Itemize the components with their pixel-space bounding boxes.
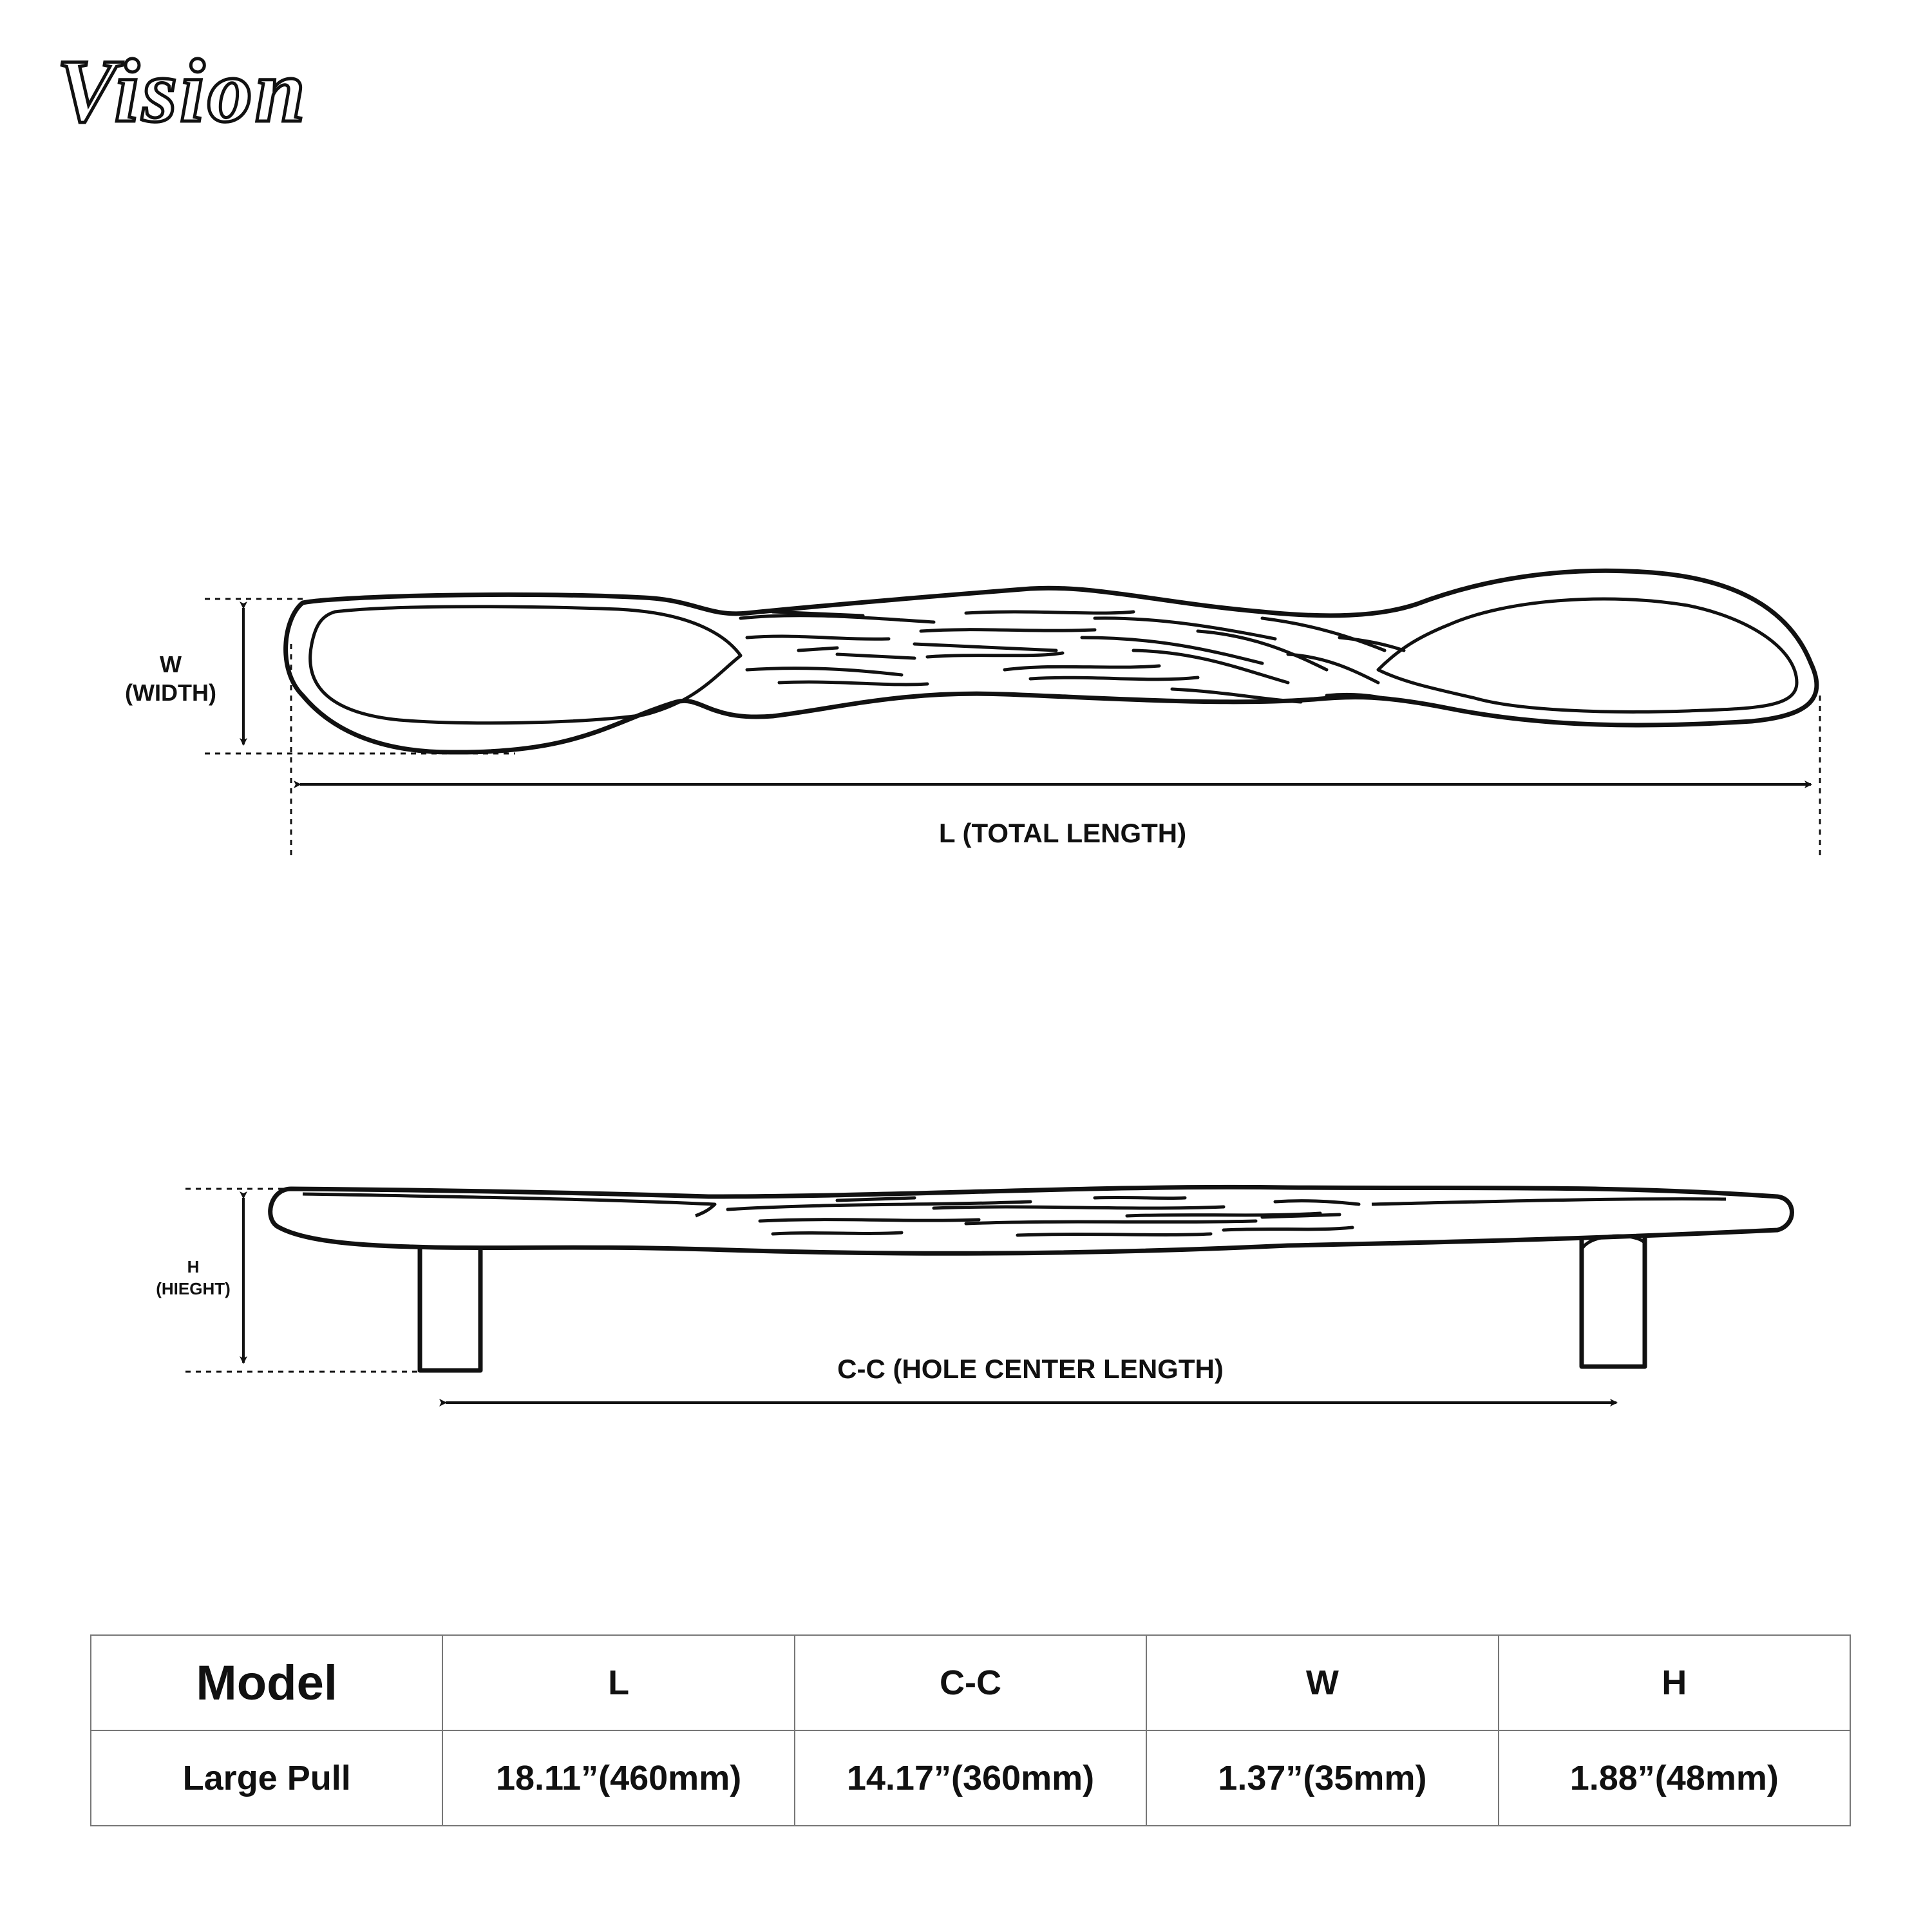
vision-logo: Vision [55,45,308,142]
header-w: W [1146,1634,1499,1731]
left-post [417,1247,483,1373]
cell-cc: 14.17”(360mm) [793,1730,1148,1826]
hole-center-label: C-C (HOLE CENTER LENGTH) [837,1354,1224,1384]
table-header-row: Model L C-C W H [90,1634,1852,1731]
width-label: W(WIDTH) [97,650,245,707]
svg-text:Vision: Vision [57,45,308,141]
side-view-handle [268,1184,1794,1373]
total-length-label: L (TOTAL LENGTH) [938,818,1187,848]
cell-l: 18.11”(460mm) [442,1730,795,1826]
right-post [1579,1238,1647,1369]
height-label-text: H(HIEGHT) [156,1257,231,1298]
top-view-texture [739,610,1406,704]
width-label-text: W(WIDTH) [125,651,216,706]
header-cc: C-C [793,1634,1148,1731]
header-model: Model [90,1634,444,1731]
side-view-dimensions [185,1188,1618,1406]
top-view-dimensions [205,598,1821,857]
cell-model: Large Pull [90,1730,444,1826]
height-label: H(HIEGHT) [129,1256,258,1300]
table-row: Large Pull 18.11”(460mm) 14.17”(360mm) 1… [90,1730,1852,1826]
side-view-texture [726,1195,1361,1237]
cell-w: 1.37”(35mm) [1146,1730,1499,1826]
spec-table: Model L C-C W H Large Pull 18.11”(460mm)… [90,1634,1852,1826]
header-h: H [1497,1634,1852,1731]
header-l: L [442,1634,795,1731]
top-view-handle [283,568,1819,755]
cell-h: 1.88”(48mm) [1497,1730,1852,1826]
